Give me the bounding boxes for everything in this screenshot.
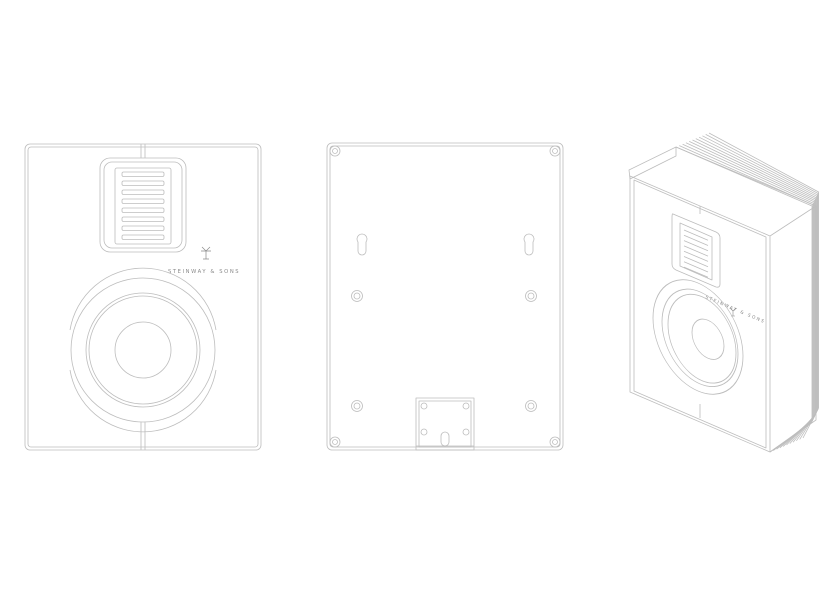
iso-tweeter-slot bbox=[683, 234, 709, 246]
mounting-inserts bbox=[351, 290, 537, 412]
tweeter-slot bbox=[121, 207, 165, 213]
iso-brand-text: STEINWAY & SONS bbox=[704, 294, 766, 325]
iso-tweeter-slot bbox=[683, 266, 709, 278]
iso-tweeter-housing bbox=[671, 213, 721, 288]
tweeter-housing-inner bbox=[103, 161, 183, 249]
iso-tweeter-slot bbox=[683, 261, 709, 273]
tweeter-slot bbox=[121, 171, 165, 177]
fin-edge bbox=[692, 139, 816, 446]
front-brand-text: STEINWAY & SONS bbox=[168, 269, 240, 275]
iso-front-face-inner bbox=[633, 179, 767, 449]
iso-tweeter-slot bbox=[683, 229, 709, 241]
tweeter-slot bbox=[121, 198, 165, 204]
woofer-dust-cap bbox=[114, 321, 172, 379]
front-cabinet-inner bbox=[27, 146, 259, 448]
fin-edge bbox=[698, 136, 818, 443]
iso-tweeter-slot bbox=[683, 250, 709, 262]
front-cabinet-outline bbox=[24, 143, 262, 451]
iso-side-face bbox=[628, 146, 677, 180]
fin-edge bbox=[675, 146, 813, 453]
iso-tweeter-slot bbox=[683, 256, 709, 268]
iso-tweeter-slot bbox=[683, 240, 709, 252]
terminal-plate bbox=[415, 397, 475, 451]
keyhole-hangers bbox=[356, 233, 535, 256]
tweeter-slot bbox=[121, 234, 165, 240]
iso-tweeter-slot bbox=[683, 245, 709, 257]
tweeter-grille bbox=[114, 167, 172, 245]
fin-edge bbox=[702, 135, 818, 442]
front-view: STEINWAY & SONS bbox=[24, 143, 262, 451]
isometric-view: STEINWAY & SONS bbox=[628, 132, 819, 453]
tweeter-grille-slots bbox=[121, 171, 165, 240]
fin-edge bbox=[705, 134, 819, 440]
rear-view bbox=[326, 142, 564, 451]
woofer-frame bbox=[70, 277, 216, 423]
woofer-cone bbox=[88, 295, 198, 405]
rear-corner-screws bbox=[329, 145, 561, 448]
iso-tweeter-grille bbox=[679, 222, 713, 281]
tweeter-slot bbox=[121, 216, 165, 222]
brand-logo bbox=[201, 246, 211, 260]
iso-front-face bbox=[629, 175, 771, 453]
tweeter-slot bbox=[121, 180, 165, 186]
fin-edge bbox=[695, 138, 817, 444]
fin-edge bbox=[708, 132, 819, 439]
iso-woofer bbox=[652, 279, 744, 395]
woofer-surround bbox=[85, 292, 201, 408]
fin-outer-edge bbox=[675, 146, 817, 453]
woofer-surround-arc bbox=[69, 267, 217, 433]
fin-edge bbox=[679, 145, 814, 451]
fin-top-edge bbox=[769, 205, 817, 237]
tweeter-slot bbox=[121, 225, 165, 231]
iso-tweeter-slots bbox=[683, 229, 709, 278]
heat-sink-fins bbox=[675, 132, 819, 453]
tweeter-slot bbox=[121, 189, 165, 195]
tweeter-housing bbox=[99, 157, 187, 253]
fin-edge bbox=[689, 141, 816, 447]
